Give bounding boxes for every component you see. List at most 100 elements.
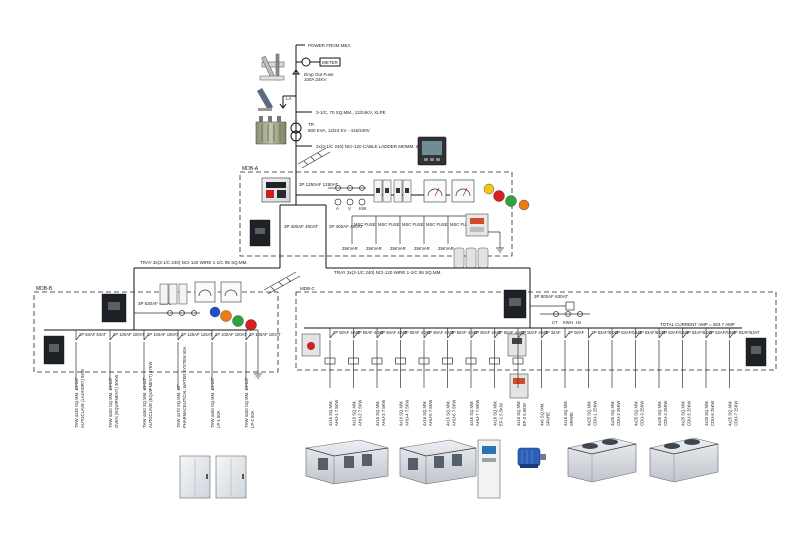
motor-image [517, 447, 546, 468]
meter-label: METER [322, 60, 339, 65]
mdb-c-load-label: AHU-2 7.5KW [358, 400, 363, 426]
mdb-c-breaker-label: 3P 32AF [545, 330, 562, 335]
mdb-c-load-label: CDU-7 25KW [734, 401, 739, 426]
mdb-c-cable-label: 4x6 SQ.MM. [540, 403, 545, 426]
mdb-c-breaker-label: 3P 50AF [568, 330, 585, 335]
mdb-c-cable-label: 4x25 SQ.MM. [704, 400, 709, 426]
mdb-b-breaker-label: 3P 63AF 63AT [79, 332, 107, 337]
cable-tray-icon [263, 271, 301, 295]
mdb-c-main-mccb-image [503, 289, 527, 319]
mdb-c-main-rating: 3P 800AF 630AT [534, 294, 568, 299]
la-label: LA [286, 96, 292, 101]
mdb-c-breaker-label: 3P 50AF 40AT [357, 330, 385, 335]
meter-v-label: V [348, 206, 351, 211]
mdb-c-breaker-label: 3P 50AF 40AT [451, 330, 479, 335]
condensing-unit-image-1 [567, 437, 637, 483]
capacitor-cans-image [453, 247, 489, 269]
left-feeder-mccb-image [249, 219, 271, 247]
mdb-c-breaker-label: 3P 50AF 40AT [498, 330, 526, 335]
mdb-c-kwh-label: KWH [563, 320, 573, 325]
cap-step-1-label: MSC FUSE [354, 222, 376, 227]
meter-box [319, 57, 341, 67]
overload-relay-symbol [371, 357, 383, 365]
overload-relay-symbol [442, 357, 453, 365]
mdb-c-cable-label: 4x16 SQ.MM. [422, 400, 427, 426]
mdb-a-title: MDB-A [242, 166, 259, 172]
mdb-c-breaker-label: 3P 50AF 40AT [521, 330, 549, 335]
mdb-c-breaker-label: 3P 63AF/63AT [709, 330, 737, 335]
power-from-mea-label: POWER FROM MEA [308, 43, 351, 48]
mdb-c-breaker-label: 3P 50AF 40AT [404, 330, 432, 335]
mdb-c-load-label: SPARE [569, 412, 574, 426]
ahu-unit-image-1 [305, 439, 389, 485]
mdb-c-branch: 3P 63AF/63AT 4x25 SQ.MM.CDU-3 25KW [634, 328, 667, 426]
cap-step-3-label: MSC FUSE [402, 222, 424, 227]
mdb-c-load-label: CDU-3 25KW [640, 401, 645, 426]
transformer-image [255, 116, 287, 145]
mdb-b-spare-mccb-image [43, 335, 65, 365]
mdb-c-cable-label: 4x25 SQ.MM. [681, 400, 686, 426]
mdb-c-breaker-label: 3P 63AF/63AT [615, 330, 643, 335]
mdb-c-breaker-label: 3P 63AF/63AT [639, 330, 667, 335]
mdb-c-cable-label: 4x16 SQ.MM. [352, 400, 357, 426]
cap-step-2-rating: 25KVAR [366, 246, 382, 251]
distribution-board-images [179, 455, 247, 499]
contactor-image [507, 333, 527, 357]
mdb-b-title: MDB-B [36, 286, 53, 292]
cap-step-1-rating: 25KVAR [342, 246, 358, 251]
mdb-c-cable-label: 4x25 SQ.MM. [728, 400, 733, 426]
mdb-c-load-label: AHU-1 7.5KW [334, 400, 339, 426]
mdb-b-mcb-images [159, 283, 188, 305]
mdb-c-branch: 3P 63AF/63AT 4x25 SQ.MM. CDU-2 25KW [610, 328, 643, 426]
mdb-b-cable-label: THW 4x70 SQ.MM. ø2" [176, 384, 181, 428]
mdb-c-cable-label: 4x25 SQ.MM. [634, 400, 639, 426]
mdb-b-load-label: LP-2 50A [250, 410, 255, 428]
mdb-c-load-label: CDU-2 25KW [616, 401, 621, 426]
motor-protector-image [301, 333, 321, 357]
vfd-drive-image [477, 439, 501, 499]
vfd-contactor-image [509, 373, 529, 399]
pilot-lamp-images-b [209, 306, 257, 331]
feeder-routes: TRAY 3x(3-1/C 240) NCI-120 WIRE 1-1/C 95… [133, 260, 531, 296]
mdb-c-cable-label: 4x16 SQ.MM. [516, 400, 521, 426]
meter-ct-symbol [301, 57, 311, 67]
mdb-c-load-label: AHU-3 7.5KW [381, 400, 386, 426]
right-tray-label: TRAY 3x(3-1/C 240) NCI-120 WIRE 1-1/C 95… [334, 270, 442, 275]
overload-relay-symbol [465, 357, 477, 365]
mdb-c-cable-label: 4x16 SQ.MM. [328, 400, 333, 426]
drop-out-fuse-label: Drop Out Fuse [304, 72, 334, 77]
mdb-c-cable-label: 4x16 SQ.MM. [375, 400, 380, 426]
power-meter-image [417, 136, 447, 166]
meter-kw-label: KW [359, 206, 367, 211]
mdb-a-panel: MDB-A 3P 1250AF 1250AT A V KW [239, 166, 530, 269]
mdb-b-load-label: OVEN (EQUIPMENT) 30KW [114, 375, 119, 428]
mdb-c-metering: CT KWH Hz [530, 301, 590, 325]
mdb-c-load-label: EF-1 5.5KW [499, 403, 504, 426]
mdb-c-load-label: EF-2 5.5KW [522, 403, 527, 426]
mdb-b-load-label: AUTOCLAVE (LAUNDRY) 5KW [80, 369, 85, 428]
cap-step-4-rating: 25KVAR [414, 246, 430, 251]
mdb-c-breaker-label: 3P 63AF/63AT [733, 330, 761, 335]
mdb-b-breaker-label: 3P 100AF 100AT [249, 332, 281, 337]
mdb-b-breaker-label: 3P 100AF 100AT [147, 332, 179, 337]
mdb-b-branch: 3P 100AF 100AT THW 4x50 SQ.MM. ø1-1/2"LP-… [244, 330, 281, 428]
cap-step-3-rating: 25KVAR [390, 246, 406, 251]
mdb-b-panel: MDB-B 3P 630AF 400AT [33, 281, 281, 428]
mdb-b-load-label: LP-1 50A [216, 410, 221, 428]
mdb-b-cable-label: THW 4x50 SQ.MM. ø1-1/2" [244, 376, 249, 428]
mdb-c-load-label: AHU-6 7.5KW [452, 400, 457, 426]
analog-meter-images [423, 179, 475, 203]
mdb-b-breaker-label: 3P 100AF 100AT [113, 332, 145, 337]
mdb-c-total-current: TOTAL CURRENT AMP = 363.7 AMP [660, 322, 735, 327]
mdb-c-ct-label: CT [552, 320, 558, 325]
mdb-c-load-label: CDU-1 25KW [593, 401, 598, 426]
cap-step-5-rating: 25KVAR [438, 246, 454, 251]
main-acb-image [261, 177, 291, 203]
